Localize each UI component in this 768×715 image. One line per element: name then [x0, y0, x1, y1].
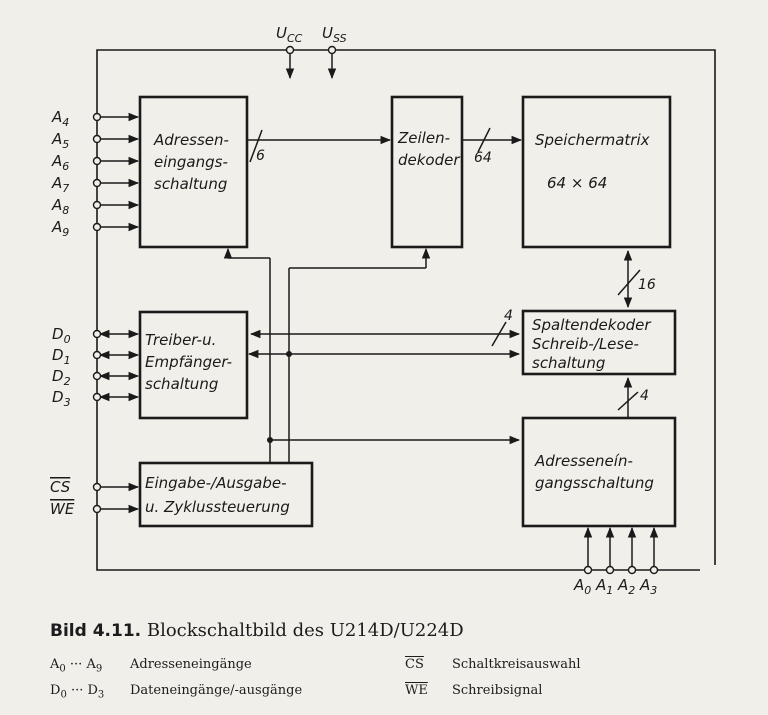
bus-label-driver-col: 4	[504, 308, 513, 324]
legend-desc-cs: Schaltkreisauswahl	[452, 657, 581, 672]
chip-frame	[96, 49, 716, 571]
block-diagram: UCC USS Adressen- eingangs- schaltung Ze…	[50, 24, 716, 597]
power-pins: UCC USS	[276, 24, 347, 80]
figure-title: Blockschaltbild des U214D/U224D	[146, 620, 464, 641]
block-row-decoder	[390, 95, 464, 249]
control-pins: CS WE	[50, 478, 140, 518]
pin-label-we: WE	[50, 500, 75, 518]
pin-dot-cs	[92, 482, 102, 492]
block-io-cycle-control	[138, 461, 314, 528]
block-address-input	[138, 95, 249, 249]
legend-key-cs: CS	[405, 657, 424, 672]
pin-dot-a0	[583, 565, 593, 575]
figure-number: Bild 4.11.	[50, 621, 142, 641]
pin-dot-a9	[92, 222, 102, 232]
pin-label-d1: D1	[52, 346, 71, 367]
pin-dot-d2	[92, 371, 102, 381]
pin-label-a3: A3	[639, 576, 657, 597]
pin-dot-a3	[649, 565, 659, 575]
text-row-decoder: Zeilen- dekoder	[397, 129, 460, 169]
legend-key-we: WE	[405, 683, 428, 698]
legend-desc-data: Dateneingänge/-ausgänge	[130, 683, 303, 698]
bus-label-addr-row: 6	[256, 148, 265, 164]
pin-label-a1: A1	[595, 576, 613, 597]
text-memory-matrix: Speichermatrix 64 × 64	[535, 131, 654, 192]
text-address-input-2: Adresseneín- gangsschaltung	[534, 452, 654, 492]
pin-label-a9: A9	[51, 218, 69, 239]
pin-label-a2: A2	[617, 576, 635, 597]
pin-dot-d3	[92, 392, 102, 402]
text-io-cycle-control: Eingabe-/Ausgabe- u. Zyklussteuerung	[145, 474, 291, 516]
bus-label-addr2-col: 4	[640, 388, 649, 404]
pin-dot-d1	[92, 350, 102, 360]
block-driver-receiver	[138, 310, 249, 420]
pin-dot-a1	[605, 565, 615, 575]
pin-dot-a8	[92, 200, 102, 210]
pin-dot-a5	[92, 134, 102, 144]
vss-label: USS	[322, 24, 347, 45]
legend-key-data: D0 ··· D3	[50, 683, 105, 701]
block-address-input-2	[521, 416, 677, 528]
pin-label-d0: D0	[52, 325, 71, 346]
pin-label-cs: CS	[50, 478, 71, 496]
pin-dot-a6	[92, 156, 102, 166]
pin-label-a4: A4	[51, 108, 69, 129]
figure-caption: Bild 4.11. Blockschaltbild des U214D/U22…	[50, 620, 464, 641]
pin-label-a7: A7	[51, 174, 69, 195]
pin-label-a8: A8	[51, 196, 69, 217]
legend-key-addr: A0 ··· A9	[50, 657, 103, 675]
block-memory-matrix	[521, 95, 672, 249]
pin-dot-a7	[92, 178, 102, 188]
pin-label-d3: D3	[52, 388, 71, 409]
pin-label-a6: A6	[51, 152, 69, 173]
text-address-input: Adressen- eingangs- schaltung	[153, 131, 234, 193]
pin-dot-d0	[92, 329, 102, 339]
pin-label-a0: A0	[573, 576, 591, 597]
text-driver-receiver: Treiber-u. Empfänger- schaltung	[145, 331, 237, 393]
text-column-decoder: Spaltendekoder Schreib-/Lese- schaltung	[532, 316, 655, 372]
legend-desc-we: Schreibsignal	[452, 683, 543, 698]
bus-label-row-matrix: 64	[474, 150, 492, 166]
block-column-decoder	[521, 309, 677, 376]
pin-dot-a2	[627, 565, 637, 575]
connections	[223, 127, 641, 463]
vcc-label: UCC	[276, 24, 303, 45]
pin-dot-we	[92, 504, 102, 514]
bus-label-matrix-col: 16	[638, 277, 656, 293]
legend-desc-addr: Adresseneingänge	[130, 657, 252, 672]
pin-label-a5: A5	[51, 130, 69, 151]
pin-label-d2: D2	[52, 367, 71, 388]
pin-dot-a4	[92, 112, 102, 122]
